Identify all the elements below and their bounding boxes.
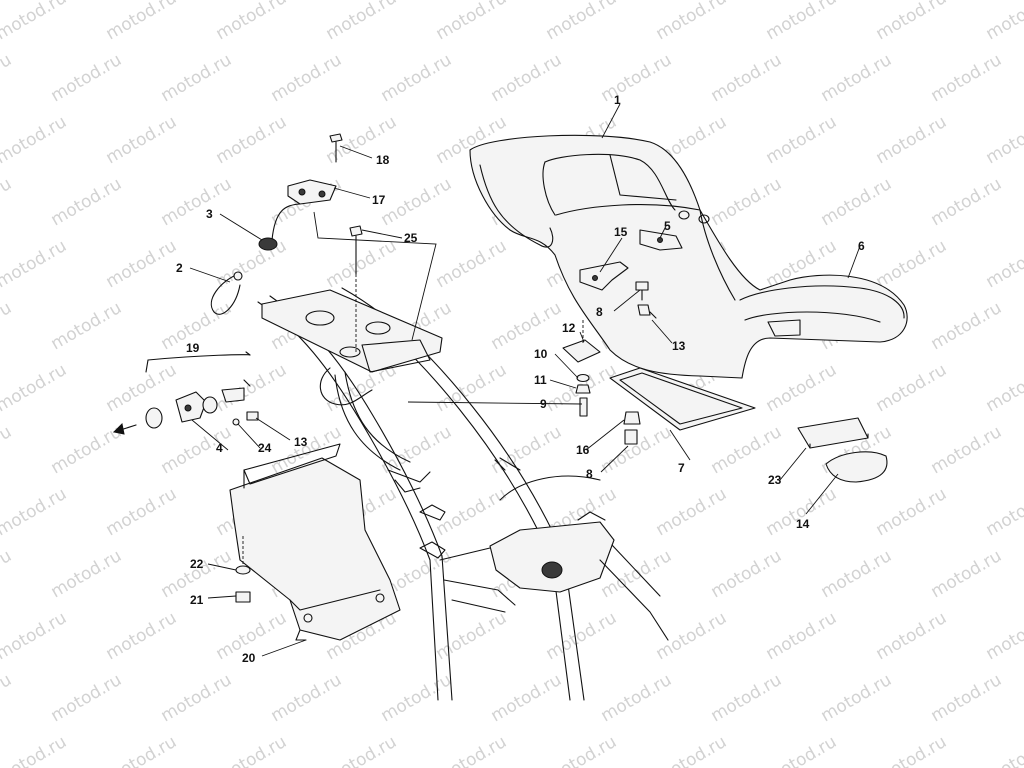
callout-13-lock: 13 [294,435,308,449]
callout-13-seat: 13 [672,339,686,353]
callout-24: 24 [258,441,272,455]
callout-1: 1 [614,93,621,107]
callout-14: 14 [796,517,810,531]
callout-4: 4 [216,441,223,455]
callout-15: 15 [614,225,628,239]
leader-lines [189,103,861,657]
callout-3: 3 [206,207,213,221]
pads-drawing [797,417,888,483]
callout-21: 21 [190,593,204,607]
tray-drawing [562,320,756,445]
undertray-drawing [229,443,401,641]
callout-18: 18 [376,153,390,167]
callout-12: 12 [562,321,576,335]
callout-19: 19 [186,341,200,355]
callout-20: 20 [242,651,256,665]
callout-10: 10 [534,347,548,361]
callout-17: 17 [372,193,386,207]
helmet-lock-drawing [112,351,259,435]
callout-11: 11 [534,373,547,387]
callout-6: 6 [858,239,865,253]
callout-9: 9 [540,397,547,411]
callout-8-lower: 8 [586,467,593,481]
callout-7: 7 [678,461,685,475]
callout-2: 2 [176,261,183,275]
seat-drawing [469,134,908,379]
callout-22: 22 [190,557,204,571]
callout-16: 16 [576,443,590,457]
lock-drawing [210,133,437,352]
callout-23: 23 [768,473,782,487]
callout-labels: 1 2 3 4 5 6 7 8 8 9 10 11 12 13 13 14 15… [176,93,865,665]
callout-25: 25 [404,231,418,245]
frame-drawing [257,287,669,701]
callout-5: 5 [664,219,671,233]
callout-8-upper: 8 [596,305,603,319]
